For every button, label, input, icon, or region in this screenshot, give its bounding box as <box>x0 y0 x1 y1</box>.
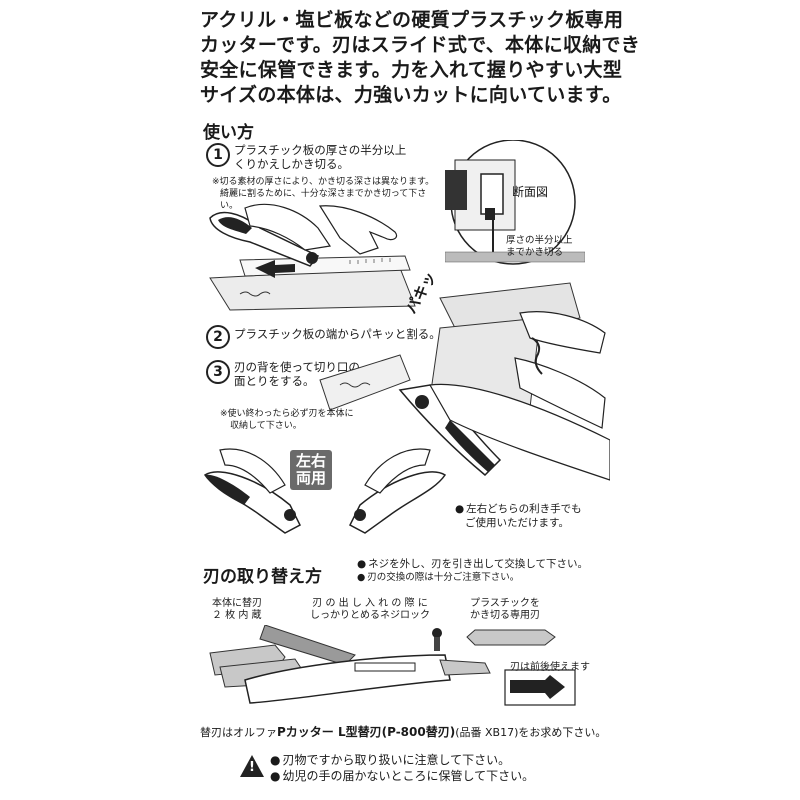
note-line: 左右どちらの利き手でも <box>455 502 582 516</box>
note-line: 収納して下さい。 <box>230 421 302 431</box>
intro-line: アクリル・塩ビ板などの硬質プラスチック板専用 <box>200 9 624 31</box>
spare-blade-label: 本体に替刃 ２ 枚 内 蔵 <box>212 598 262 622</box>
replace-note-2: 刃の交換の際は十分ご注意下さい。 <box>357 571 588 585</box>
note-line: 厚さの半分以上 <box>506 235 573 246</box>
note-line: ※使い終わったら必ず刃を本体に <box>220 409 354 419</box>
step-2: 2 プラスチック板の端からパキッと割る。 <box>206 325 441 349</box>
label-line: 刃 の 出 し 入 れ の 際 に <box>312 598 428 609</box>
intro-line: カッターです。刃はスライド式で、本体に収納でき <box>200 34 641 56</box>
badge-line: 左右 <box>296 452 327 470</box>
replace-heading: 刃の取り替え方 <box>203 567 322 587</box>
note-line: ご使用いただけます。 <box>465 517 569 529</box>
special-blade-label: プラスチックを かき切る専用刃 <box>470 598 540 622</box>
step-line: 面とりをする。 <box>234 374 315 388</box>
step-3: 3 刃の背を使って切り口の 面とりをする。 <box>206 360 360 388</box>
note-line: までかき切る <box>506 247 564 258</box>
reversible-blade-label: 刃は前後使えます <box>510 662 590 673</box>
warning-line: 刃物ですから取り扱いに注意して下さい。 <box>270 752 534 768</box>
warnings: 刃物ですから取り扱いに注意して下さい。 幼児の手の届かないところに保管して下さい… <box>270 752 534 784</box>
label-line: かき切る専用刃 <box>470 610 540 621</box>
badge-line: 両用 <box>296 469 327 487</box>
step-3-note: ※使い終わったら必ず刃を本体に 収納して下さい。 <box>220 408 354 432</box>
step-number: 3 <box>206 360 230 384</box>
left-right-badge: 左右 両用 <box>290 450 333 490</box>
cross-section-label: 断面図 <box>512 185 549 199</box>
intro-line: 安全に保管できます。力を入れて握りやすい大型 <box>200 59 623 81</box>
step-number: 1 <box>206 143 230 167</box>
screw-lock-label: 刃 の 出 し 入 れ の 際 に しっかりとめるネジロック <box>310 598 430 622</box>
replace-note-1: ネジを外し、刃を引き出して交換して下さい。 <box>357 557 588 571</box>
step-line: 刃の背を使って切り口の <box>234 360 360 374</box>
replacement-product: Pカッター L型替刃(P-800替刃) <box>277 725 456 739</box>
note-line: 綺麗に割るために、十分な深さまでかき切って下さい。 <box>220 189 427 211</box>
replacement-info: 替刃はオルファPカッター L型替刃(P-800替刃)(品番 XB17)をお求め下… <box>200 723 606 740</box>
left-right-note: 左右どちらの利き手でも ご使用いただけます。 <box>455 502 582 530</box>
chamfering-illustration <box>319 354 610 481</box>
step-line: くりかえしかき切る。 <box>234 157 349 171</box>
warning-icon: ! <box>240 755 264 777</box>
step-1-note: ※切る素材の厚さにより、かき切る深さは異なります。 綺麗に割るために、十分な深さ… <box>212 176 442 212</box>
cross-section-illustration <box>445 140 585 265</box>
label-line: しっかりとめるネジロック <box>310 610 430 621</box>
step-1: 1 プラスチック板の厚さの半分以上 くりかえしかき切る。 <box>206 143 406 171</box>
step-number: 2 <box>206 325 230 349</box>
step-2-text: プラスチック板の端からパキッと割る。 <box>234 327 441 341</box>
replacement-prefix: 替刃はオルファ <box>200 726 277 739</box>
step-1-text: プラスチック板の厚さの半分以上 くりかえしかき切る。 <box>234 143 406 171</box>
label-line: 本体に替刃 <box>212 598 262 609</box>
replacement-suffix: (品番 XB17)をお求め下さい。 <box>455 726 607 739</box>
intro-line: サイズの本体は、力強いカットに向いています。 <box>200 84 622 106</box>
step-3-text: 刃の背を使って切り口の 面とりをする。 <box>234 360 360 388</box>
label-line: ２ 枚 内 蔵 <box>212 610 262 621</box>
note-line: ※切る素材の厚さにより、かき切る深さは異なります。 <box>212 177 435 187</box>
left-right-illustration <box>203 448 447 534</box>
cutting-illustration <box>209 203 416 311</box>
step-line: プラスチック板の厚さの半分以上 <box>234 143 407 157</box>
replace-notes: ネジを外し、刃を引き出して交換して下さい。 刃の交換の際は十分ご注意下さい。 <box>357 557 588 585</box>
warning-line: 幼児の手の届かないところに保管して下さい。 <box>270 768 534 784</box>
cross-section-note: 厚さの半分以上 までかき切る <box>506 235 573 259</box>
usage-heading: 使い方 <box>203 123 254 143</box>
replacement-illustration <box>209 625 576 706</box>
label-line: プラスチックを <box>470 598 540 609</box>
intro-text: アクリル・塩ビ板などの硬質プラスチック板専用 カッターです。刃はスライド式で、本… <box>200 8 641 108</box>
